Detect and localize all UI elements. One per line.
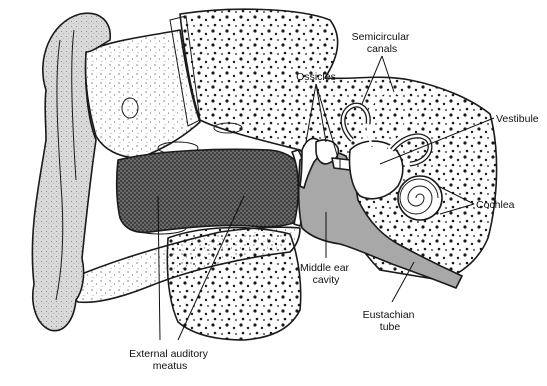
label-eustachian-tube-line2: tube — [380, 321, 401, 333]
stapes — [332, 158, 350, 170]
label-middle-ear-cavity: Middle ear cavity — [300, 262, 352, 286]
label-vestibule: Vestibule — [496, 113, 539, 125]
label-external-auditory-meatus-line1: External auditory — [129, 348, 209, 360]
label-middle-ear-cavity-line2: cavity — [313, 274, 341, 286]
label-ossicles: Ossicles — [296, 71, 336, 83]
label-semicircular-canals: Semicircular canals — [352, 31, 413, 55]
label-eustachian-tube: Eustachian tube — [363, 309, 418, 333]
label-external-auditory-meatus-line2: meatus — [153, 360, 187, 372]
label-external-auditory-meatus: External auditory meatus — [129, 348, 211, 372]
label-eustachian-tube-line1: Eustachian — [363, 309, 415, 321]
label-semicircular-canals-line1: Semicircular — [352, 31, 410, 43]
label-semicircular-canals-line2: canals — [367, 43, 397, 55]
external-auditory-canal — [117, 149, 300, 232]
label-cochlea: Cochlea — [476, 199, 515, 211]
label-middle-ear-cavity-line1: Middle ear — [300, 262, 350, 274]
